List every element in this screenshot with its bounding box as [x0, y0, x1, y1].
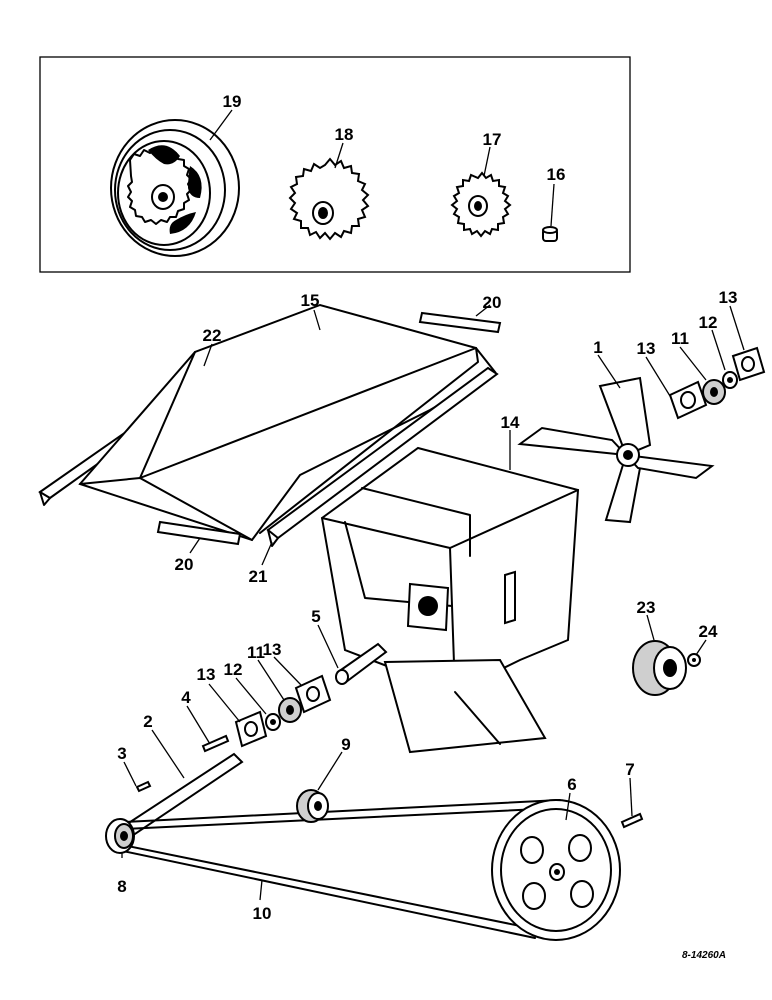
callout-9: 9 [341, 735, 350, 754]
callout-12b: 12 [224, 660, 243, 679]
callout-4: 4 [181, 688, 191, 707]
callout-7: 7 [625, 760, 634, 779]
part-12-collar-right [722, 371, 738, 389]
callout-20b: 20 [175, 555, 194, 574]
part-15-hood [78, 303, 497, 542]
callout-18: 18 [335, 125, 354, 144]
part-19-sheave-sprocket [110, 119, 240, 257]
callout-12a: 12 [699, 313, 718, 332]
callout-2: 2 [143, 712, 152, 731]
part-20-strap-bottom [156, 520, 242, 546]
part-5-shaft [335, 642, 388, 685]
part-16-bushing [542, 226, 558, 242]
callout-13a: 13 [637, 339, 656, 358]
callout-14: 14 [501, 413, 520, 432]
callout-5: 5 [311, 607, 320, 626]
callout-11b: 11 [247, 643, 265, 662]
callout-13c: 13 [263, 640, 282, 659]
leader-lines [121, 109, 745, 901]
part-23-sheave-hub [632, 640, 687, 696]
callout-17: 17 [483, 130, 502, 149]
callout-15: 15 [301, 291, 320, 310]
part-10-belt [117, 799, 561, 939]
part-24-nut [687, 653, 701, 667]
part-11-bearing-left [278, 697, 302, 723]
part-3-key [135, 780, 152, 793]
callout-20a: 20 [483, 293, 502, 312]
part-4-key [201, 734, 230, 753]
callout-3: 3 [117, 744, 126, 763]
callout-11a: 11 [671, 329, 689, 348]
callout-21: 21 [249, 567, 268, 586]
part-1-fan [517, 376, 715, 524]
callout-1: 1 [593, 338, 602, 357]
part-20-strap-top [418, 311, 502, 334]
part-8-pulley-small [105, 818, 135, 854]
callouts: 19 18 17 16 15 20 22 14 1 13 11 12 13 20… [117, 92, 737, 923]
callout-13b: 13 [719, 288, 738, 307]
callout-23: 23 [637, 598, 656, 617]
part-9-idler-pulley [296, 789, 329, 823]
reference-number: 8-14260A [682, 950, 726, 961]
part-13-flange-right-a [668, 380, 708, 420]
part-21-angle-strip [266, 366, 499, 547]
callout-10: 10 [253, 904, 272, 923]
part-13-flange-left-a [234, 710, 268, 748]
inset-box [39, 56, 631, 273]
part-6-pulley-large [491, 799, 621, 941]
part-14-fan-housing [320, 446, 580, 754]
part-7-key [620, 812, 644, 829]
part-11-bearing-right [702, 379, 726, 405]
callout-8: 8 [117, 877, 126, 896]
part-18-sprocket-large [288, 157, 370, 241]
part-12-collar-left [265, 713, 281, 731]
part-13-flange-right-b [731, 346, 766, 382]
callout-19: 19 [223, 92, 242, 111]
part-17-sprocket-small [450, 171, 512, 238]
callout-6: 6 [567, 775, 576, 794]
part-13-flange-left-b [294, 674, 332, 714]
callout-16: 16 [547, 165, 566, 184]
callout-22: 22 [203, 326, 222, 345]
callout-24: 24 [699, 622, 718, 641]
callout-13d: 13 [197, 665, 216, 684]
